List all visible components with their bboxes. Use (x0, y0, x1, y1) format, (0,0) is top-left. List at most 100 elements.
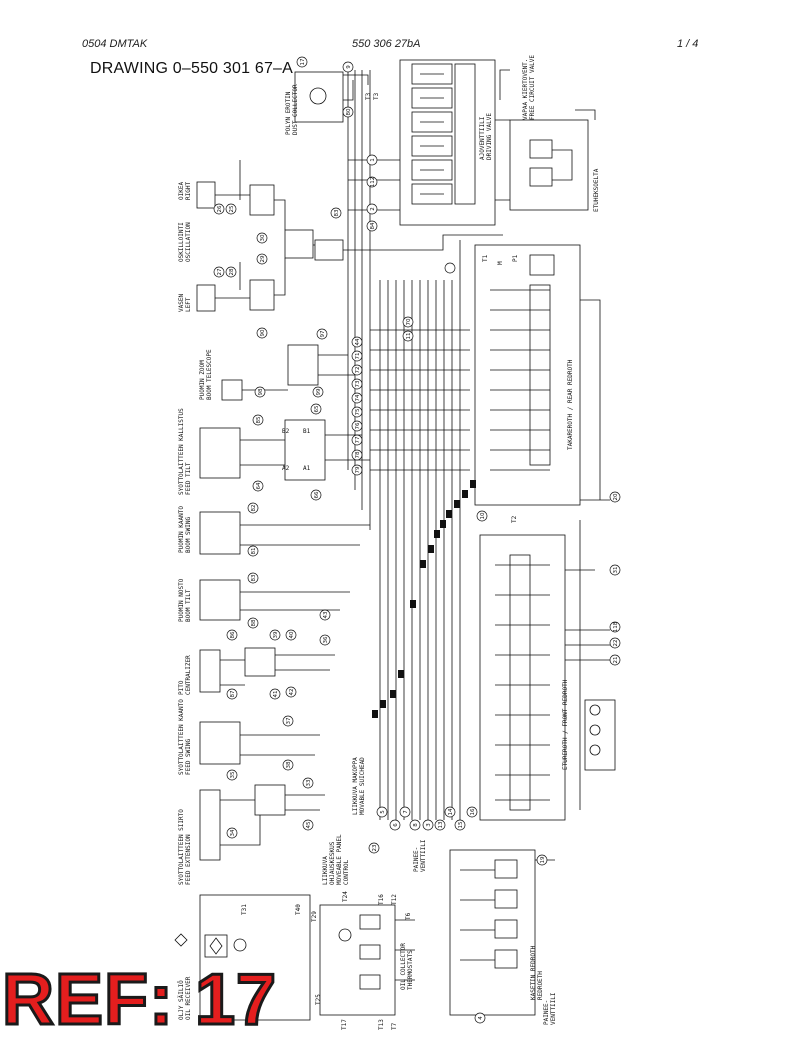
bubble-number: 84 (370, 222, 376, 229)
boom-swing-label: PUOMIN KAANTOBOOM SWING (178, 506, 192, 553)
port-T31: T31 (241, 904, 248, 915)
driving-valve-label: AJOVENTTIILIDRIVING VALVE (479, 113, 493, 160)
bubble-number: 22 (613, 640, 619, 647)
rear-redroth-label: TAKAREROTH / REAR REDROTH (567, 359, 574, 450)
check-valve-chain (372, 480, 476, 718)
bubble-number: 45 (306, 821, 312, 828)
port-P1: P1 (512, 254, 519, 262)
driving-valve-block (399, 59, 496, 226)
schematic-lines (174, 59, 616, 1021)
bubble-number: 33 (306, 779, 312, 786)
right-label: OIKEARIGHT (178, 182, 192, 200)
bubble-number: 81 (251, 548, 257, 555)
document-number: 550 306 27bA (352, 38, 421, 50)
bubble-number: 6 (393, 823, 399, 827)
movable-suichead-label: LIIKKUVA MAKOPPAMOVABLE SUICHEAD (352, 757, 366, 815)
bottom-redroth-label: KASETIN REDROTHREDROETH (530, 945, 544, 1000)
paine-ventiili-2-label: PAINEE-VENTTIILI (543, 992, 557, 1025)
bubble-number: 9 (346, 65, 352, 69)
bubble-number: 37 (286, 717, 292, 724)
bubble-number: 16 (470, 808, 476, 815)
front-redroth-block (479, 534, 566, 821)
bubble-number: 82 (251, 505, 257, 512)
bubble-number: 20 (613, 493, 619, 500)
bubble-number: 1 (370, 158, 376, 162)
port-A1: A1 (303, 465, 311, 472)
port-M: M (497, 261, 504, 265)
page-number: 1 / 4 (677, 38, 699, 50)
etuheksoelta-label: ETUHEKSOELTA (593, 168, 600, 212)
front-redroth-label: ETUREROTH / FRONT REDROTH (562, 679, 569, 770)
bubble-number: 112 (370, 177, 376, 188)
bubble-number: 36 (323, 636, 329, 643)
bubble-number: 77 (355, 436, 361, 443)
bubble-number: 79 (355, 466, 361, 473)
document-code: 0504 DMTAK (82, 38, 148, 50)
bubble-number: 2 (370, 207, 376, 211)
bubble-number: 10 (480, 512, 486, 519)
bottom-redroth-block (449, 849, 536, 1016)
bubble-number: 80 (346, 108, 352, 115)
port-T12: T12 (391, 894, 398, 905)
ref-stamp: REF: 17 (0, 960, 278, 1040)
bubble-number: 29 (260, 255, 266, 262)
dust-collector (294, 71, 344, 123)
bubble-number: 65 (314, 405, 320, 412)
port-A2: A2 (282, 465, 290, 472)
free-circuit-valve-block (509, 119, 589, 211)
bubble-number: 85 (256, 416, 262, 423)
bubble-number: 17 (300, 58, 306, 65)
port-T2: T2 (511, 515, 518, 523)
bubble-number: 86 (230, 631, 236, 638)
drawing-title: DRAWING 0–550 301 67–A (90, 60, 294, 77)
bubble-number: 40 (289, 631, 295, 638)
bubble-number: 76 (355, 422, 361, 429)
boom-tilt-label: PUOMIN NOSTOBOOM TILT (178, 578, 192, 622)
bubble-number: 71 (355, 353, 361, 360)
bubble-number: 99 (316, 388, 322, 395)
port-T25: T25 (315, 994, 322, 1005)
boom-telescope-label: PUOMIN ZOOMBOOM TELESCOPE (199, 349, 213, 400)
bubble-number: 35 (230, 771, 236, 778)
bubble-number: 42 (289, 689, 295, 696)
dust-collector-label: POLYN EROTINDUST COLLECTOR (285, 84, 299, 135)
oil-collector-thermostats (319, 904, 396, 1016)
port-T17: T17 (341, 1019, 348, 1030)
feed-tilt-label: SYOTTOLAITTEEN KALLISTUSFEED TILT (178, 408, 192, 495)
oil-receiver-label: OLJY SÄILIÖOIL RECEIVER (178, 976, 192, 1020)
left-cylinder (196, 284, 216, 312)
left-label: VASENLEFT (178, 294, 192, 312)
bubble-number: 14 (448, 808, 454, 815)
bubble-number: 21 (613, 657, 619, 664)
bubble-number: 19 (540, 856, 546, 863)
feed-swing-label: SYOTTOLAITTEEN KAANTOFEED SWING (178, 699, 192, 775)
bubble-number: 75 (355, 408, 361, 415)
bubble-number: 41 (273, 691, 279, 698)
bubble-number: 30 (260, 234, 266, 241)
bubble-number: 66 (314, 491, 320, 498)
bubble-number: 83 (251, 574, 257, 581)
bubble-number: 70 (406, 318, 412, 325)
free-circuit-label: VAPAA KIERTOVENT.FREE CIRCUIT VALVE (522, 55, 536, 120)
bubble-number: 15 (458, 821, 464, 828)
bubble-number: 3 (426, 823, 432, 827)
bubble-number: 44 (355, 338, 361, 345)
bubble-number: 87 (230, 690, 236, 697)
bubble-number: 97 (320, 330, 326, 337)
bubble-number: 88 (251, 619, 257, 626)
bubble-number: 64 (256, 482, 262, 489)
bubble-number: 78 (355, 451, 361, 458)
reference-bubbles (213, 56, 621, 1024)
movable-panel-label: LIIKKUVAOHJAUSKESKUSMOVEABLE PANELCONTRO… (322, 834, 350, 885)
port-T6: T6 (405, 912, 412, 920)
bubble-number: 73 (355, 380, 361, 387)
feed-extension-label: SYOTTOLAITTEEN SIIRTOFEED EXTENSION (178, 809, 192, 885)
bubble-number: 98 (258, 388, 264, 395)
bubble-number: 74 (355, 394, 361, 401)
bubble-number: 43 (323, 611, 329, 618)
port-T16: T16 (378, 894, 385, 905)
rear-redroth-block (474, 244, 581, 506)
bubble-number: 8 (413, 823, 419, 827)
